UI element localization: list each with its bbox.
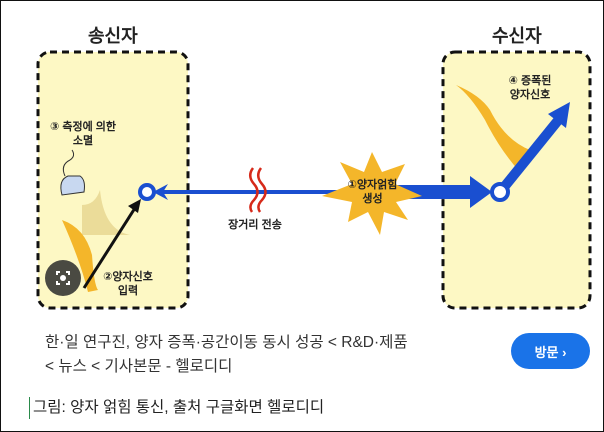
label-amplified-line2: 양자신호 (509, 89, 551, 101)
detector-cable (62, 149, 75, 177)
input-arrow (82, 207, 137, 289)
label-input-line1: ②양자신호 (103, 271, 153, 283)
label-input: ②양자신호 입력 (88, 270, 168, 298)
label-entanglement: ①양자얽힘 생성 (335, 178, 410, 206)
diagram-graphics (36, 50, 592, 310)
beam-arrow-head (470, 176, 492, 208)
result-title-link[interactable]: 한·일 연구진, 양자 증폭·공간이동 동시 성공 < R&D·제품 < 뉴스 … (45, 331, 495, 379)
label-entanglement-line2: 생성 (362, 193, 383, 205)
lens-search-button[interactable] (45, 260, 81, 296)
label-entanglement-line1: ①양자얽힘 (347, 179, 398, 191)
label-extinction: ③ 측정에 의한 소멸 (38, 120, 128, 148)
label-extinction-line1: ③ 측정에 의한 (49, 121, 117, 133)
input-arrow-head (128, 199, 141, 213)
figure-caption: 그림: 양자 얽힘 통신, 출처 구글화면 헬로디디 (29, 397, 324, 419)
label-amplified-line1: ④ 증폭된 (508, 75, 552, 87)
long-distance-break-icon (249, 167, 259, 213)
detector-icon (60, 175, 85, 196)
result-title-line1[interactable]: 한·일 연구진, 양자 증폭·공간이동 동시 성공 < R&D·제품 (45, 334, 408, 351)
quantum-diagram-image[interactable]: 송신자 수신자 ③ 측정에 의한 소멸 ②양자신호 입력 장거리 전송 ①양자얽… (0, 0, 604, 320)
receiver-title: 수신자 (492, 26, 542, 46)
amplified-arrow (501, 114, 564, 190)
entanglement-burst-icon (322, 152, 422, 235)
sender-node (138, 183, 156, 201)
input-pulse-icon (62, 220, 98, 292)
amplified-pulse-icon (456, 85, 530, 172)
label-input-line2: 입력 (117, 285, 139, 297)
result-title-line2[interactable]: < 뉴스 < 기사본문 - 헬로디디 (45, 358, 233, 375)
amplified-arrow-head (548, 102, 570, 128)
label-extinction-line2: 소멸 (72, 135, 94, 147)
transmission-arrow-head (153, 184, 168, 200)
sender-title: 송신자 (88, 26, 138, 46)
label-transmission: 장거리 전송 (228, 219, 282, 231)
label-amplified: ④ 증폭된 양자신호 (490, 74, 570, 102)
receiver-node (490, 182, 510, 202)
lens-camera-icon (56, 271, 70, 285)
faded-pulse-icon (82, 190, 130, 235)
visit-button[interactable]: 방문 › (511, 333, 590, 369)
